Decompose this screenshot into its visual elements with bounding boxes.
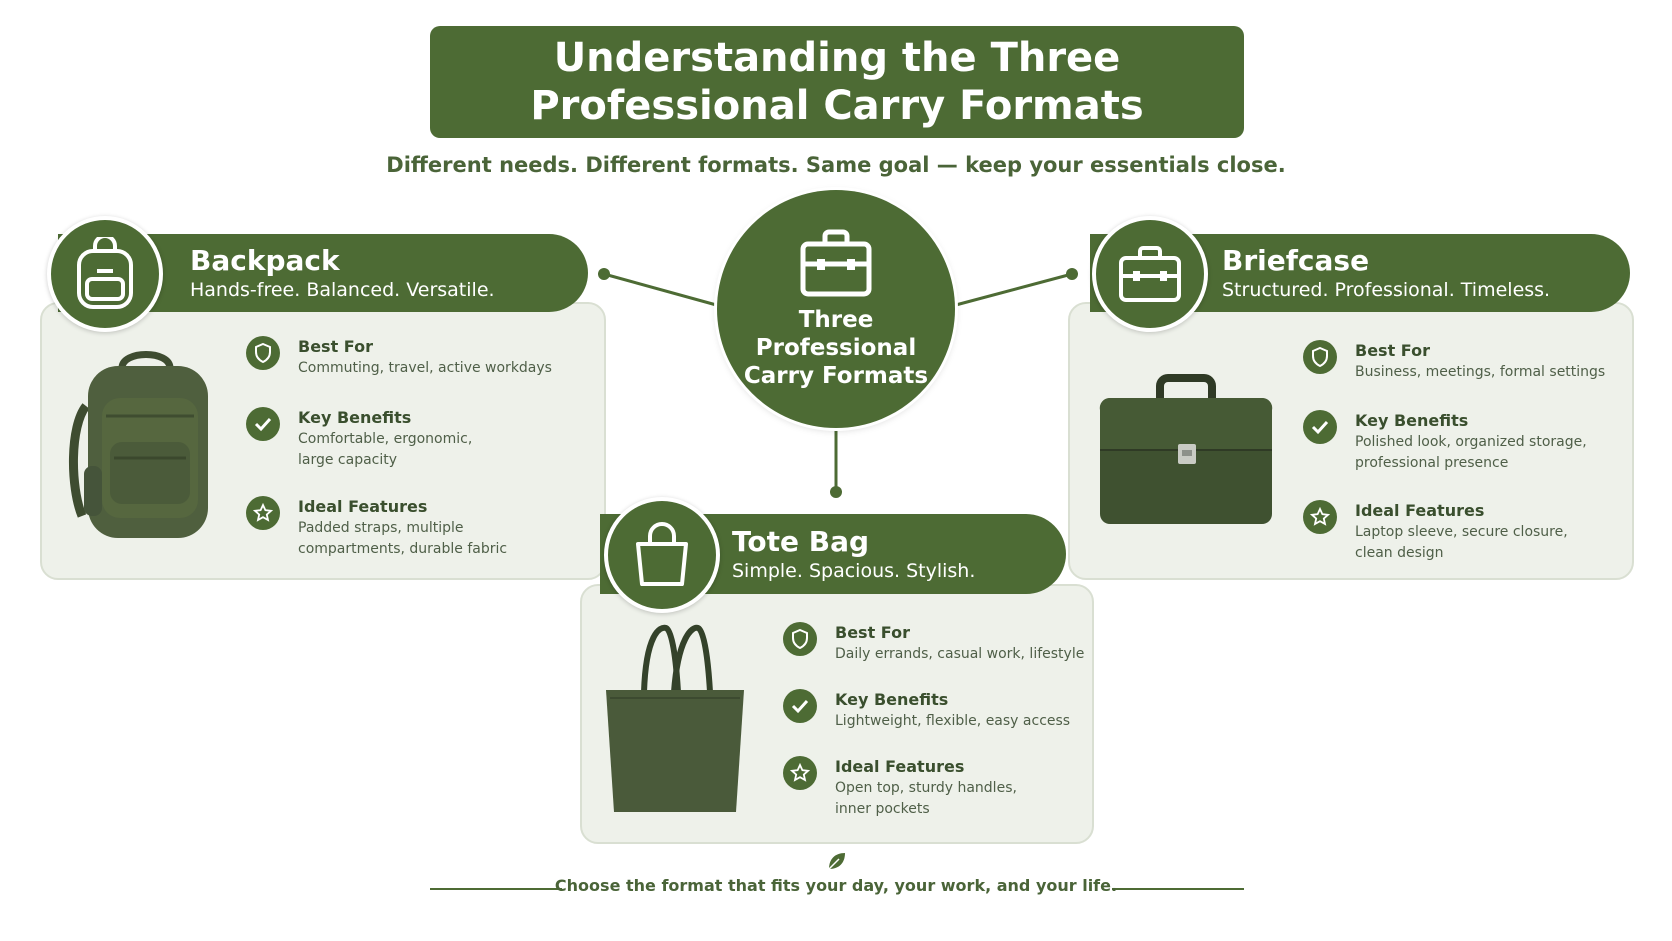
best-for-label: Best For [835, 623, 910, 642]
backpack-tagline: Hands-free. Balanced. Versatile. [190, 279, 495, 301]
briefcase-icon [1119, 246, 1181, 302]
best-for-text: Daily errands, casual work, lifestyle [835, 646, 1085, 662]
briefcase-best-for: Best For Business, meetings, formal sett… [1303, 340, 1623, 383]
key-benefits-text-2: professional presence [1355, 455, 1509, 471]
title-line-1: Understanding the Three [553, 35, 1121, 81]
tote-title: Tote Bag [732, 525, 870, 558]
title-banner: Understanding the Three Professional Car… [430, 26, 1244, 138]
backpack-ideal-features: Ideal Features Padded straps, multiple c… [246, 496, 566, 560]
shield-icon [1303, 340, 1337, 374]
star-icon [1303, 500, 1337, 534]
briefcase-ideal-features: Ideal Features Laptop sleeve, secure clo… [1303, 500, 1623, 564]
tote-tagline: Simple. Spacious. Stylish. [732, 560, 976, 582]
tote-best-for: Best For Daily errands, casual work, lif… [783, 622, 1103, 665]
key-benefits-text-1: Lightweight, flexible, easy access [835, 713, 1071, 729]
key-benefits-label: Key Benefits [835, 690, 949, 709]
key-benefits-text-2: large capacity [298, 452, 398, 468]
best-for-label: Best For [298, 337, 373, 356]
leaf-icon [828, 853, 845, 870]
ideal-features-text-1: Padded straps, multiple [298, 520, 464, 536]
tote-badge [604, 497, 720, 613]
check-icon [1303, 410, 1337, 444]
best-for-text: Commuting, travel, active workdays [298, 360, 552, 376]
briefcase-icon [800, 229, 872, 297]
hub-line-3: Carry Formats [743, 363, 929, 389]
hub-circle: Three Professional Carry Formats [717, 190, 955, 428]
ideal-features-text-2: compartments, durable fabric [298, 541, 508, 557]
tote-key-benefits: Key Benefits Lightweight, flexible, easy… [783, 689, 1103, 732]
ideal-features-text-2: clean design [1355, 545, 1444, 561]
ideal-features-text-2: inner pockets [835, 801, 930, 817]
tote-ideal-features: Ideal Features Open top, sturdy handles,… [783, 756, 1103, 820]
briefcase-tagline: Structured. Professional. Timeless. [1222, 279, 1551, 301]
ideal-features-label: Ideal Features [298, 497, 428, 516]
title-line-2: Professional Carry Formats [530, 83, 1144, 129]
backpack-key-benefits: Key Benefits Comfortable, ergonomic, lar… [246, 407, 566, 471]
star-icon [246, 496, 280, 530]
backpack-title: Backpack [190, 244, 340, 277]
subtitle: Different needs. Different formats. Same… [386, 153, 1286, 177]
backpack-icon [77, 237, 133, 309]
footer-divider-left [430, 888, 562, 890]
star-icon [783, 756, 817, 790]
ideal-features-label: Ideal Features [1355, 501, 1485, 520]
hub-line-1: Three [798, 307, 874, 333]
backpack-image [68, 351, 208, 538]
best-for-text: Business, meetings, formal settings [1355, 364, 1606, 380]
ideal-features-label: Ideal Features [835, 757, 965, 776]
briefcase-key-benefits: Key Benefits Polished look, organized st… [1303, 410, 1623, 474]
shield-icon [246, 336, 280, 370]
key-benefits-text-1: Comfortable, ergonomic, [298, 431, 473, 447]
tote-bag-icon [636, 522, 688, 586]
key-benefits-label: Key Benefits [298, 408, 412, 427]
tote-bag-image [606, 624, 744, 812]
ideal-features-text-1: Laptop sleeve, secure closure, [1355, 524, 1568, 540]
footer-divider-right [1112, 888, 1244, 890]
shield-icon [783, 622, 817, 656]
briefcase-title: Briefcase [1222, 244, 1370, 277]
key-benefits-label: Key Benefits [1355, 411, 1469, 430]
backpack-best-for: Best For Commuting, travel, active workd… [246, 336, 566, 379]
briefcase-badge [1092, 216, 1208, 332]
backpack-badge [47, 216, 163, 332]
check-icon [783, 689, 817, 723]
check-icon [246, 407, 280, 441]
key-benefits-text-1: Polished look, organized storage, [1355, 434, 1587, 450]
footer-text: Choose the format that fits your day, yo… [554, 876, 1118, 895]
hub-line-2: Professional [755, 335, 917, 361]
best-for-label: Best For [1355, 341, 1430, 360]
ideal-features-text-1: Open top, sturdy handles, [835, 780, 1017, 796]
briefcase-image [1099, 374, 1273, 524]
